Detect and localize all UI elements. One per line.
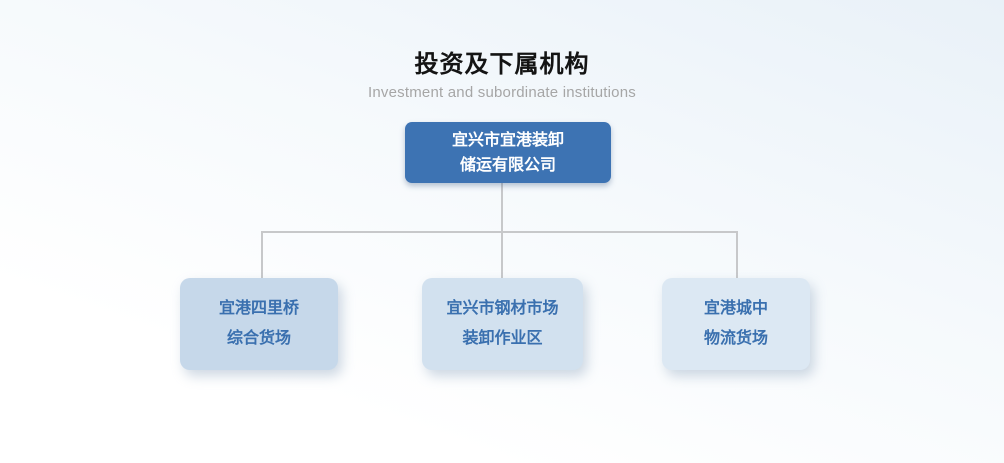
- org-node-child-2-line2: 装卸作业区: [462, 330, 543, 347]
- org-node-root: 宜兴市宜港装卸 储运有限公司: [405, 122, 611, 183]
- org-node-child-2-line1: 宜兴市钢材市场: [446, 300, 559, 317]
- page-header: 投资及下属机构 Investment and subordinate insti…: [0, 44, 1004, 101]
- org-node-child-1: 宜港四里桥 综合货场: [180, 278, 338, 370]
- org-node-child-3: 宜港城中 物流货场: [662, 278, 810, 370]
- org-node-child-3-line1: 宜港城中: [703, 300, 768, 317]
- page-subtitle: Investment and subordinate institutions: [368, 84, 636, 101]
- org-node-root-line2: 储运有限公司: [459, 156, 556, 174]
- connector-horizontal-rail: [261, 231, 738, 233]
- org-node-child-3-line2: 物流货场: [703, 330, 768, 347]
- page-title: 投资及下属机构: [414, 51, 590, 78]
- connector-child-2-vertical: [501, 231, 503, 278]
- connector-root-vertical: [501, 182, 503, 232]
- connector-child-1-vertical: [261, 231, 263, 278]
- org-node-child-1-line2: 综合货场: [226, 330, 291, 347]
- org-node-child-1-line1: 宜港四里桥: [218, 300, 299, 317]
- org-node-child-2: 宜兴市钢材市场 装卸作业区: [422, 278, 583, 370]
- connector-child-3-vertical: [736, 231, 738, 278]
- org-node-root-line1: 宜兴市宜港装卸: [451, 131, 564, 149]
